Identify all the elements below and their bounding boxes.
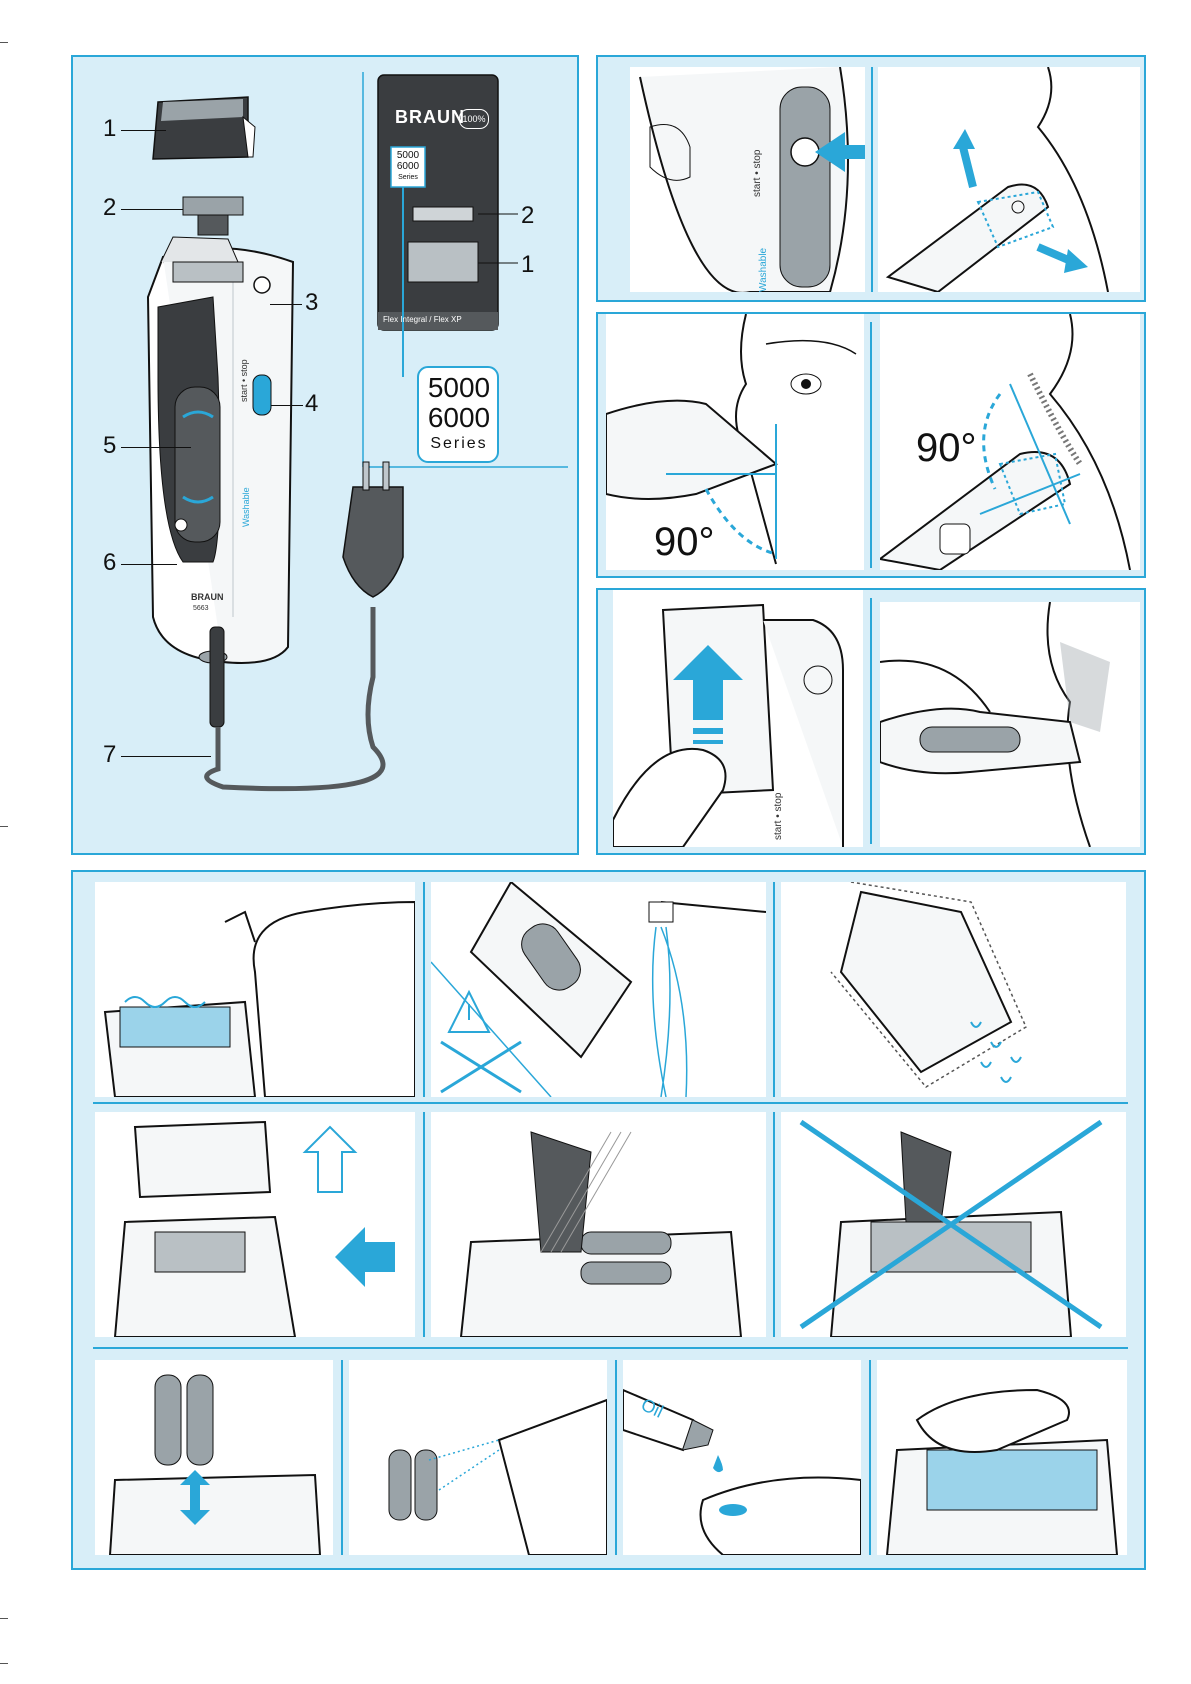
crop-mark (0, 42, 8, 43)
crop-mark (0, 1618, 8, 1619)
leader-line (121, 756, 211, 757)
cell-divider (341, 1360, 343, 1555)
part-number-2: 2 (103, 194, 116, 222)
oil-illustration: Oil (623, 1360, 861, 1555)
washable-label: Washable (758, 248, 769, 292)
leader-line (121, 209, 183, 210)
spray-cutter-illustration (349, 1360, 607, 1555)
cell-divider (423, 882, 425, 1097)
angle-face-illustration: 90° (606, 314, 864, 570)
small-series-line: 6000 (393, 161, 423, 172)
cell-divider (773, 882, 775, 1097)
cell-divider (869, 1360, 871, 1555)
part-number-4: 4 (305, 390, 318, 418)
remove-foil-illustration (95, 1112, 415, 1337)
package-strip-text: Flex Integral / Flex XP (383, 315, 462, 324)
leader-line (270, 304, 302, 305)
part-number-6: 6 (103, 549, 116, 577)
cell-divider (773, 1112, 775, 1337)
shaver-start-stop-label: start • stop (239, 359, 249, 402)
crop-mark (0, 826, 8, 827)
trimmer-panel: start • stop (596, 588, 1146, 855)
package-brand-logo: BRAUN (395, 107, 465, 128)
rinse-under-tap-illustration (431, 882, 766, 1097)
leader-line (121, 130, 166, 131)
cell-divider (870, 598, 872, 844)
angle-label-right: 90° (916, 426, 977, 471)
shaver-model-label: 5663 (193, 605, 209, 612)
part-number-7: 7 (103, 741, 116, 769)
leader-line (121, 564, 177, 565)
start-stop-panel: start • stop Washable (596, 55, 1146, 302)
part-number-1: 1 (103, 115, 116, 143)
trimmer-start-stop-label: start • stop (773, 793, 784, 840)
brush-cutter-illustration (431, 1112, 766, 1337)
cell-divider (423, 1112, 425, 1337)
row-divider (93, 1102, 1128, 1104)
shaver-brand-label: BRAUN (191, 592, 224, 602)
package-callout-2: 2 (521, 202, 534, 230)
trimmer-sideburn-illustration (880, 602, 1140, 847)
big-series-line: 6000 (419, 403, 499, 433)
leader-line (271, 405, 303, 406)
cell-divider (871, 67, 873, 292)
big-series-line: 5000 (419, 373, 499, 403)
trimmer-extend-illustration: start • stop (613, 590, 863, 847)
start-stop-label: start • stop (752, 150, 763, 197)
package-guarantee-badge: 100% (459, 109, 489, 129)
angle-panel: 90° 90° (596, 312, 1146, 578)
parts-illustration (73, 57, 579, 855)
part-number-5: 5 (103, 432, 116, 460)
shake-dry-illustration (781, 882, 1126, 1097)
cell-divider (615, 1360, 617, 1555)
angle-label-left: 90° (654, 520, 715, 565)
small-series-line: Series (393, 172, 423, 183)
foil-frame-part (153, 97, 255, 159)
package-small-series: 5000 6000 Series (393, 150, 423, 183)
leader-line (121, 447, 191, 448)
start-stop-illustration: start • stop Washable (630, 67, 865, 292)
package-big-series: 5000 6000 Series (419, 373, 499, 455)
trimmer-direction-illustration (878, 67, 1140, 292)
spread-oil-foil-illustration (877, 1360, 1127, 1555)
big-series-line: Series (419, 433, 499, 455)
small-series-line: 5000 (393, 150, 423, 161)
crop-mark (0, 1663, 8, 1664)
remove-cutter-illustration (95, 1360, 333, 1555)
cell-divider (870, 322, 872, 568)
clean-brush-liquid-illustration (95, 882, 415, 1097)
part-number-3: 3 (305, 289, 318, 317)
cleaning-panel: Oil (71, 870, 1146, 1570)
cutter-block-part (183, 197, 243, 235)
package-callout-1: 1 (521, 251, 534, 279)
angle-neck-illustration: 90° (880, 314, 1140, 570)
do-not-brush-foil-illustration (781, 1112, 1126, 1337)
row-divider (93, 1347, 1128, 1349)
shaver-washable-label: Washable (241, 487, 251, 527)
parts-panel: 1 2 3 4 5 6 7 start • stop Washable BRAU… (71, 55, 579, 855)
